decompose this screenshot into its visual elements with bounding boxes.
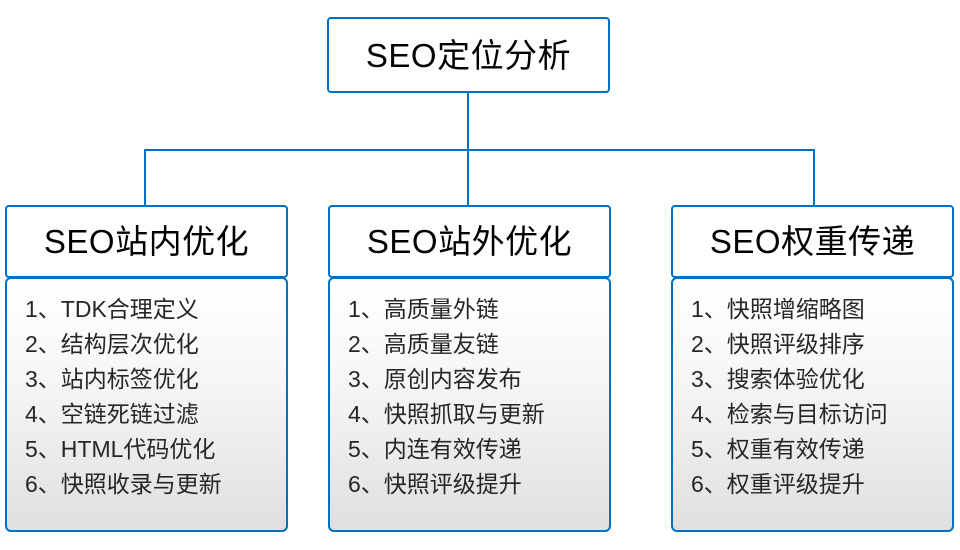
list-item: 3、站内标签优化 xyxy=(25,366,199,392)
list-item: 4、空链死链过滤 xyxy=(25,401,199,427)
list-item: 5、权重有效传递 xyxy=(691,436,865,462)
connector-branch-right xyxy=(813,149,815,205)
branch-header-offsite[interactable]: SEO站外优化 xyxy=(328,205,611,278)
list-item: 4、检索与目标访问 xyxy=(691,401,888,427)
branch-body-onsite: 1、TDK合理定义 2、结构层次优化 3、站内标签优化 4、空链死链过滤 5、H… xyxy=(5,277,288,532)
branch-column-onsite: SEO站内优化 1、TDK合理定义 2、结构层次优化 3、站内标签优化 4、空链… xyxy=(5,205,288,532)
list-item: 1、快照增缩略图 xyxy=(691,296,865,322)
list-item: 3、原创内容发布 xyxy=(348,366,522,392)
list-item: 2、结构层次优化 xyxy=(25,331,199,357)
list-item: 2、快照评级排序 xyxy=(691,331,865,357)
connector-branch-middle xyxy=(467,149,469,205)
list-item: 4、快照抓取与更新 xyxy=(348,401,545,427)
branch-header-label-weight: SEO权重传递 xyxy=(709,223,916,260)
branch-column-weight: SEO权重传递 1、快照增缩略图 2、快照评级排序 3、搜索体验优化 4、检索与… xyxy=(671,205,954,532)
branch-header-weight[interactable]: SEO权重传递 xyxy=(671,205,954,278)
branch-body-weight: 1、快照增缩略图 2、快照评级排序 3、搜索体验优化 4、检索与目标访问 5、权… xyxy=(671,277,954,532)
list-item: 6、权重评级提升 xyxy=(691,471,865,497)
branch-body-offsite: 1、高质量外链 2、高质量友链 3、原创内容发布 4、快照抓取与更新 5、内连有… xyxy=(328,277,611,532)
root-node-label: SEO定位分析 xyxy=(365,36,572,74)
list-item: 6、快照收录与更新 xyxy=(25,471,222,497)
branch-column-offsite: SEO站外优化 1、高质量外链 2、高质量友链 3、原创内容发布 4、快照抓取与… xyxy=(328,205,611,532)
connector-branch-left xyxy=(144,149,146,205)
list-item: 1、TDK合理定义 xyxy=(25,296,199,322)
list-item: 5、HTML代码优化 xyxy=(25,436,216,462)
list-item: 1、高质量外链 xyxy=(348,296,499,322)
connector-horizontal-bus xyxy=(144,149,815,151)
branch-header-label-offsite: SEO站外优化 xyxy=(366,223,573,260)
branch-header-onsite[interactable]: SEO站内优化 xyxy=(5,205,288,278)
list-item: 6、快照评级提升 xyxy=(348,471,522,497)
list-item: 3、搜索体验优化 xyxy=(691,366,865,392)
branch-header-label-onsite: SEO站内优化 xyxy=(43,223,250,260)
list-item: 5、内连有效传递 xyxy=(348,436,522,462)
connector-root-vertical xyxy=(467,93,469,151)
root-node[interactable]: SEO定位分析 xyxy=(327,17,610,93)
list-item: 2、高质量友链 xyxy=(348,331,499,357)
